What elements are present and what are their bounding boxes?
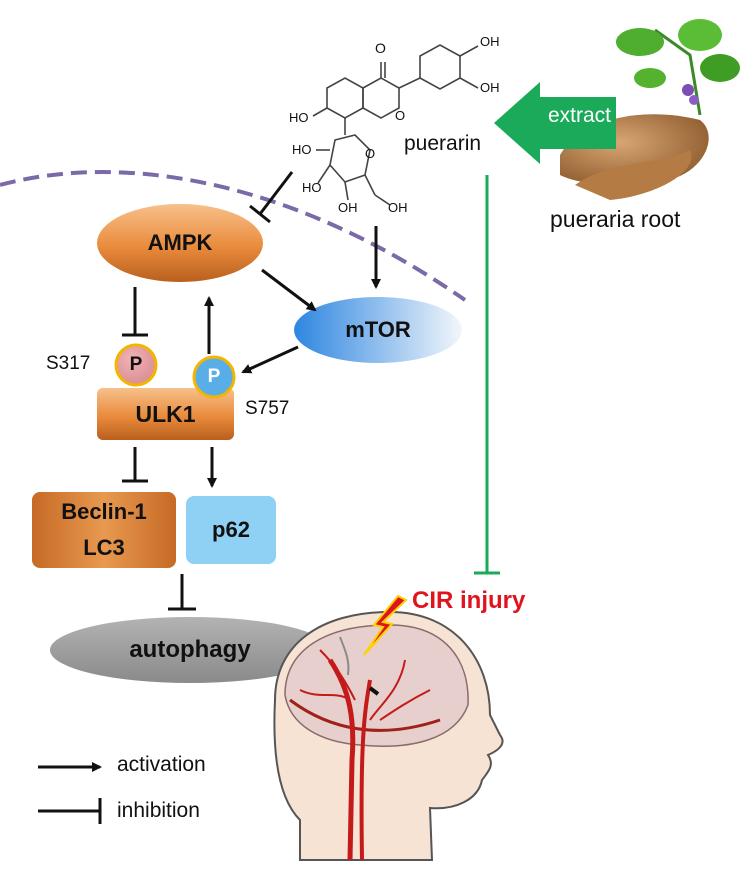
autophagy-label: autophagy <box>129 636 251 663</box>
puerarin-to-ampk-line <box>258 171 294 215</box>
p62-label: p62 <box>212 517 250 542</box>
phospho-s757-label: P <box>207 366 221 387</box>
extract-arrow <box>494 82 616 164</box>
beclin-label: Beclin-1 <box>61 499 147 524</box>
legend-activation-label: activation <box>117 753 206 776</box>
phospho-s317-circle <box>114 343 158 387</box>
mtor-node <box>294 297 462 363</box>
cell-membrane <box>0 170 467 302</box>
chem-sugar-ho-1: HO <box>292 142 312 157</box>
s317-label: S317 <box>46 353 91 374</box>
chem-sugar-oh-4: OH <box>388 200 408 215</box>
legend-inhibition-label: inhibition <box>117 799 200 822</box>
beclin-lc3-node <box>32 492 176 568</box>
chem-ho-3: HO <box>289 110 309 125</box>
ampk-node <box>97 204 263 282</box>
pueraria-root-label: pueraria root <box>550 206 681 232</box>
puerarin-structure <box>312 44 479 206</box>
lc3-label: LC3 <box>83 535 125 560</box>
ulk1-label: ULK1 <box>135 400 196 427</box>
autophagy-node <box>50 617 330 683</box>
mtor-to-s757-arrow <box>241 345 299 374</box>
ampk-to-mtor-arrow <box>261 268 317 312</box>
extract-label: extract <box>548 104 612 127</box>
mtor-label: mTOR <box>345 317 411 342</box>
chem-oh-1: OH <box>480 34 500 49</box>
chem-keto-oxygen: O <box>375 40 386 56</box>
chem-sugar-oh-3: OH <box>338 200 358 215</box>
puerarin-to-ampk-bar <box>249 204 271 224</box>
ulk1-node <box>97 388 234 440</box>
head-brain-image <box>273 610 504 861</box>
ampk-label: AMPK <box>147 230 213 255</box>
chem-ring-oxygen: O <box>395 108 406 123</box>
p62-node <box>186 496 276 564</box>
phospho-s317-label: P <box>129 354 143 375</box>
chem-oh-2: OH <box>480 80 500 95</box>
s757-label: S757 <box>245 398 290 419</box>
chem-sugar-ho-2: HO <box>302 180 322 195</box>
chem-sugar-oxygen: O <box>365 146 376 161</box>
lightning-icon <box>363 594 408 656</box>
phospho-s757-circle <box>192 355 236 399</box>
cir-injury-label: CIR injury <box>412 587 526 614</box>
puerarin-label: puerarin <box>404 132 482 155</box>
